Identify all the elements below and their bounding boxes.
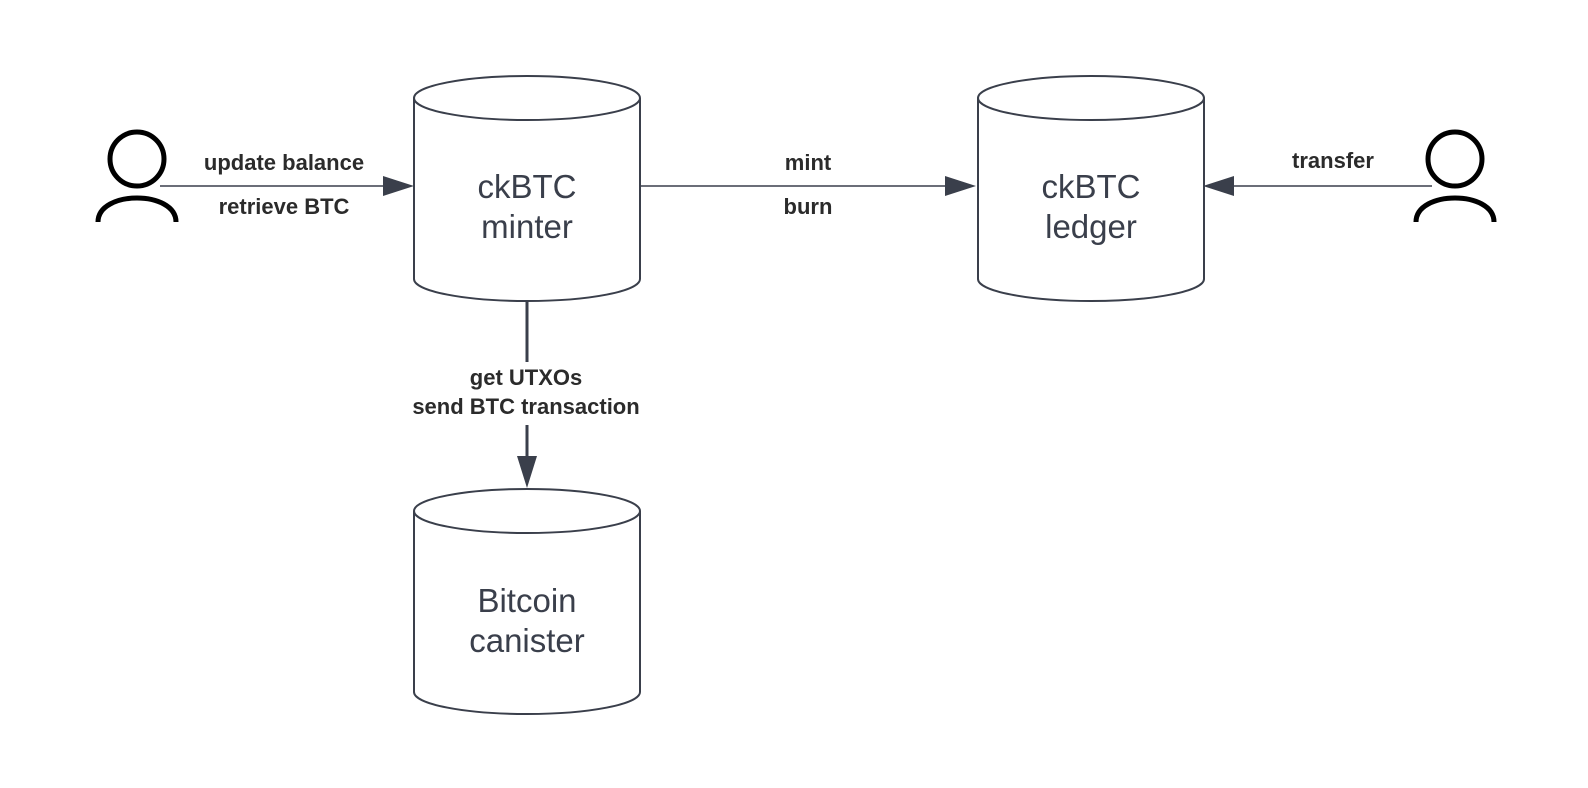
- user-icon: [1413, 129, 1497, 223]
- edge-label-mint: mint: [785, 150, 832, 175]
- node-label-line2: minter: [481, 208, 573, 245]
- node-label-line1: ckBTC: [478, 168, 577, 205]
- user-icon: [95, 129, 179, 223]
- edge-label-update-balance: update balance: [204, 150, 364, 175]
- connector-user-to-minter: [160, 176, 414, 196]
- node-label-line2: ledger: [1045, 208, 1137, 245]
- connector-user-to-ledger: [1203, 176, 1432, 196]
- node-label-line1: Bitcoin: [477, 582, 576, 619]
- node-label-line1: ckBTC: [1042, 168, 1141, 205]
- connector-minter-to-ledger: [640, 176, 976, 196]
- ckbtc-ledger-node: ckBTC ledger: [977, 75, 1205, 302]
- node-label-line2: canister: [469, 622, 585, 659]
- edge-label-transfer: transfer: [1292, 148, 1374, 173]
- connector-minter-to-bitcoin: [517, 301, 537, 488]
- edge-label-retrieve-btc: retrieve BTC: [219, 194, 350, 219]
- edge-label-get-utxos: get UTXOs: [470, 365, 582, 390]
- edge-label-send-btc-transaction: send BTC transaction: [412, 394, 639, 419]
- ckbtc-minter-node: ckBTC minter: [413, 75, 641, 302]
- edge-label-burn: burn: [784, 194, 833, 219]
- bitcoin-canister-node: Bitcoin canister: [413, 488, 641, 715]
